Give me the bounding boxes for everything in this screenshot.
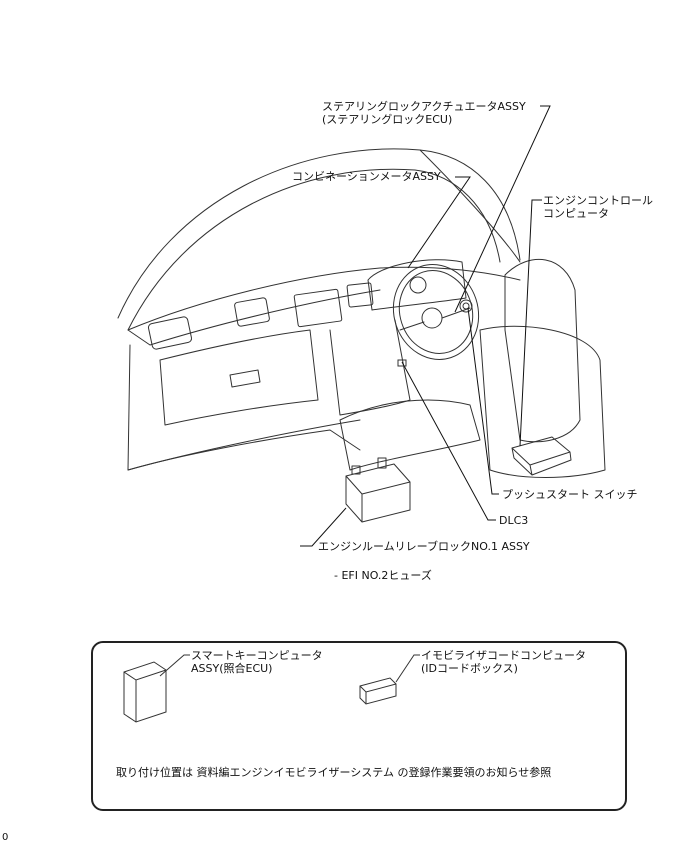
lower-dash	[127, 344, 361, 471]
label-dlc3: DLC3	[499, 514, 529, 527]
glovebox	[159, 329, 319, 426]
center-vent-left	[234, 297, 270, 327]
center-console	[329, 319, 411, 416]
legend-box	[91, 641, 627, 811]
legend-immobilizer: イモビライザコードコンピュータ(IDコードボックス)	[421, 649, 586, 675]
label-combination-meter: コンビネーションメータASSY	[292, 170, 441, 183]
meter-hood	[367, 259, 467, 311]
dashboard-edge	[127, 289, 381, 346]
meter-dial	[409, 276, 427, 294]
leader-id-code	[395, 654, 420, 683]
windshield-arc	[117, 148, 521, 319]
legend-note: 取り付け位置は 資料編エンジンイモビライザーシステム の登録作業要領のお知らせ参…	[116, 766, 552, 779]
leader-push-start	[467, 307, 499, 495]
id-code-box	[359, 677, 397, 705]
label-efi-fuse: - EFI NO.2ヒューズ	[334, 569, 432, 582]
engine-ecu	[511, 436, 572, 476]
center-display	[293, 288, 343, 328]
label-relay-block: エンジンルームリレーブロックNO.1 ASSY	[318, 540, 530, 553]
steering-spoke	[399, 307, 471, 331]
center-tunnel	[339, 399, 481, 471]
dlc3-connector	[397, 359, 407, 367]
leader-engine-ecu	[519, 199, 542, 447]
relay-block	[345, 463, 411, 523]
windshield-arc-inner	[127, 168, 501, 331]
steering-hub	[421, 307, 443, 329]
glovebox-handle	[229, 369, 261, 388]
seat-cushion	[479, 325, 606, 478]
driver-seat	[504, 259, 581, 443]
figure-number: 0	[2, 832, 9, 843]
push-start-knob	[459, 299, 473, 313]
center-vent-right	[346, 282, 374, 308]
leader-steering-lock	[454, 105, 551, 313]
leader-meter	[407, 176, 471, 269]
steering-wheel-inner	[398, 270, 474, 354]
left-vent	[147, 316, 193, 350]
leader-smart-key	[159, 654, 190, 677]
leader-relay	[300, 507, 347, 547]
dashboard-top	[127, 266, 521, 331]
label-steering-lock: ステアリングロックアクチュエータASSY(ステアリングロックECU)	[322, 100, 526, 126]
floor-left	[127, 429, 361, 471]
smart-key-ecu	[123, 661, 167, 723]
steering-wheel	[392, 264, 480, 360]
a-pillar	[419, 149, 521, 263]
label-engine-computer: エンジンコントロールコンピュータ	[543, 194, 653, 220]
leader-dlc3	[401, 361, 496, 521]
label-push-start-switch: プッシュスタート スイッチ	[502, 488, 638, 501]
